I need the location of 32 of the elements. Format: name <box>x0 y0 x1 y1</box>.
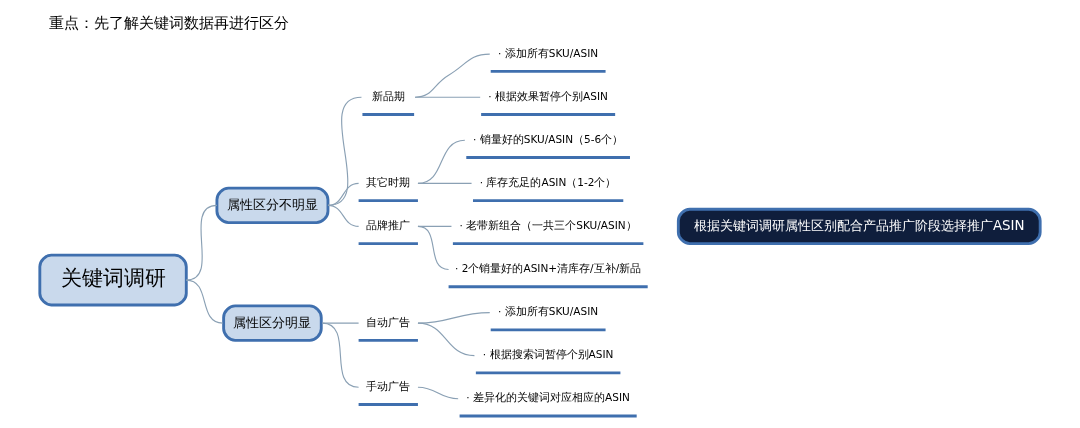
node-text: · 添加所有SKU/ASIN <box>498 305 599 318</box>
node-text: · 根据搜索词暂停个别ASIN <box>482 348 614 361</box>
node-text: · 根据效果暂停个别ASIN <box>488 89 608 102</box>
node-text: · 库存充足的ASIN（1-2个） <box>479 176 617 189</box>
node-box: 根据关键词调研属性区别配合产品推广阶段选择推广ASIN <box>676 207 1042 246</box>
connector <box>414 53 491 98</box>
node-text: 自动广告 <box>366 315 411 328</box>
node-text: 品牌推广 <box>366 219 411 232</box>
node-box: 属性区分明显 <box>222 304 323 342</box>
node-text: · 差异化的关键词对应相应的ASIN <box>466 391 630 404</box>
node-text: · 销量好的SKU/ASIN（5-6个） <box>473 132 624 145</box>
connector <box>417 182 473 184</box>
node-text: 新品期 <box>371 89 405 102</box>
connector <box>321 322 360 324</box>
node-text: · 2个销量好的ASIN+清库存/互补/新品 <box>455 262 642 275</box>
connector <box>321 322 360 388</box>
connector <box>417 139 466 184</box>
node-text: 手动广告 <box>366 379 411 392</box>
connector <box>414 96 481 98</box>
node-text: · 添加所有SKU/ASIN <box>498 46 599 59</box>
node-text: 其它时期 <box>366 176 411 189</box>
node-box: 关键词调研 <box>38 253 188 307</box>
node-box: 属性区分不明显 <box>215 186 330 225</box>
diagram-title: 重点：先了解关键词数据再进行区分 <box>48 14 289 33</box>
connector <box>185 279 224 324</box>
connector <box>185 204 218 281</box>
connector <box>417 312 491 324</box>
connector <box>417 386 459 400</box>
connector <box>327 204 360 227</box>
connector <box>417 225 450 271</box>
node-text: · 老带新组合（一共三个SKU/ASIN） <box>459 219 637 232</box>
connector <box>417 322 475 357</box>
